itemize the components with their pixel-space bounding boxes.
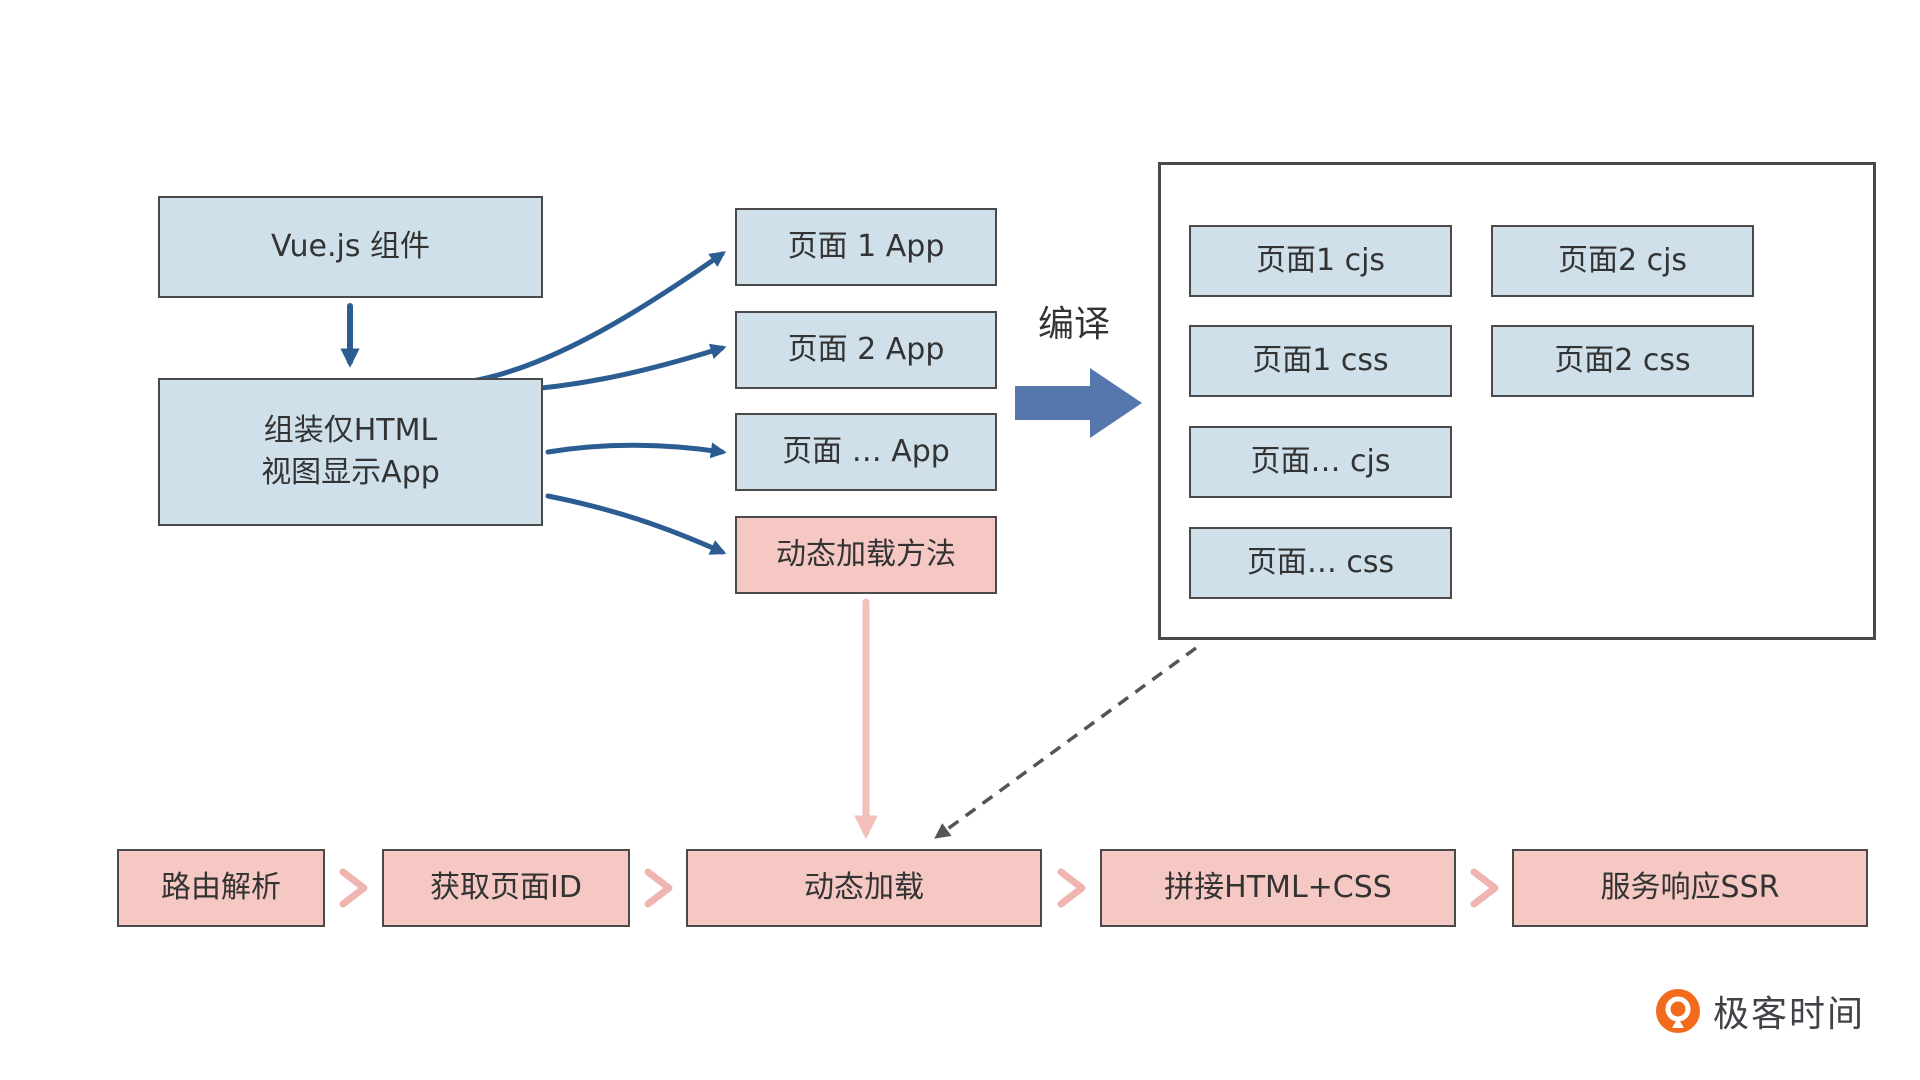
node-page1-cjs-label: 页面1 cjs bbox=[1255, 243, 1386, 278]
geektime-logo: 极客时间 bbox=[1655, 985, 1865, 1037]
node-assemble-html-app: 组装仅HTML 视图显示App bbox=[158, 378, 543, 526]
pipeline-step-label: 拼接HTML+CSS bbox=[1164, 870, 1392, 905]
node-page2-css: 页面2 css bbox=[1491, 325, 1754, 397]
pipeline-step-label: 路由解析 bbox=[161, 870, 281, 905]
pipeline-step-get-page-id: 获取页面ID bbox=[382, 849, 630, 927]
node-pagemore-cjs: 页面… cjs bbox=[1189, 426, 1452, 498]
node-dynamic-load-method-label: 动态加载方法 bbox=[776, 537, 956, 572]
chevron-2 bbox=[644, 868, 673, 908]
chevron-1 bbox=[339, 868, 368, 908]
node-page2-app: 页面 2 App bbox=[735, 311, 997, 389]
compiled-output-container: 页面1 cjs 页面2 cjs 页面1 css 页面2 css 页面… cjs … bbox=[1158, 162, 1876, 640]
node-assemble-line1: 组装仅HTML bbox=[263, 413, 438, 448]
node-pagemore-cjs-label: 页面… cjs bbox=[1250, 444, 1391, 479]
pipeline-step-route-parse: 路由解析 bbox=[117, 849, 325, 927]
pipeline-step-server-response-ssr: 服务响应SSR bbox=[1512, 849, 1868, 927]
geektime-logo-icon bbox=[1656, 989, 1700, 1033]
compile-big-arrow bbox=[1015, 368, 1142, 438]
arrow-assemble-to-dynamic bbox=[545, 493, 727, 555]
geektime-logo-text: 极客时间 bbox=[1713, 994, 1866, 1035]
node-pagemore-css: 页面… css bbox=[1189, 527, 1452, 599]
node-page2-cjs-label: 页面2 cjs bbox=[1557, 243, 1688, 278]
node-page1-css-label: 页面1 css bbox=[1252, 343, 1389, 378]
node-pagemore-app-label: 页面 … App bbox=[782, 434, 950, 469]
node-page1-app-label: 页面 1 App bbox=[787, 229, 945, 264]
pipeline-step-concat-html-css: 拼接HTML+CSS bbox=[1100, 849, 1456, 927]
node-page1-app: 页面 1 App bbox=[735, 208, 997, 286]
node-pagemore-css-label: 页面… css bbox=[1246, 545, 1395, 580]
pipeline-step-label: 服务响应SSR bbox=[1600, 870, 1780, 905]
pipeline-step-label: 动态加载 bbox=[804, 870, 924, 905]
node-page2-css-label: 页面2 css bbox=[1554, 343, 1691, 378]
node-page1-css: 页面1 css bbox=[1189, 325, 1452, 397]
node-pagemore-app: 页面 … App bbox=[735, 413, 997, 491]
node-assemble-line2: 视图显示App bbox=[261, 455, 440, 490]
node-dynamic-load-method: 动态加载方法 bbox=[735, 516, 997, 594]
pipeline-step-label: 获取页面ID bbox=[430, 870, 582, 905]
node-vue-component: Vue.js 组件 bbox=[158, 196, 543, 298]
arrow-assemble-to-pagemore bbox=[545, 442, 727, 459]
pipeline-step-dynamic-load: 动态加载 bbox=[686, 849, 1042, 927]
chevron-3 bbox=[1057, 868, 1086, 908]
compile-label: 编译 bbox=[1038, 304, 1111, 345]
node-page2-cjs: 页面2 cjs bbox=[1491, 225, 1754, 297]
chevron-4 bbox=[1470, 868, 1499, 908]
node-page2-app-label: 页面 2 App bbox=[787, 332, 945, 367]
node-page1-cjs: 页面1 cjs bbox=[1189, 225, 1452, 297]
node-vue-component-label: Vue.js 组件 bbox=[271, 229, 430, 264]
arrow-output-to-load bbox=[934, 646, 1198, 839]
